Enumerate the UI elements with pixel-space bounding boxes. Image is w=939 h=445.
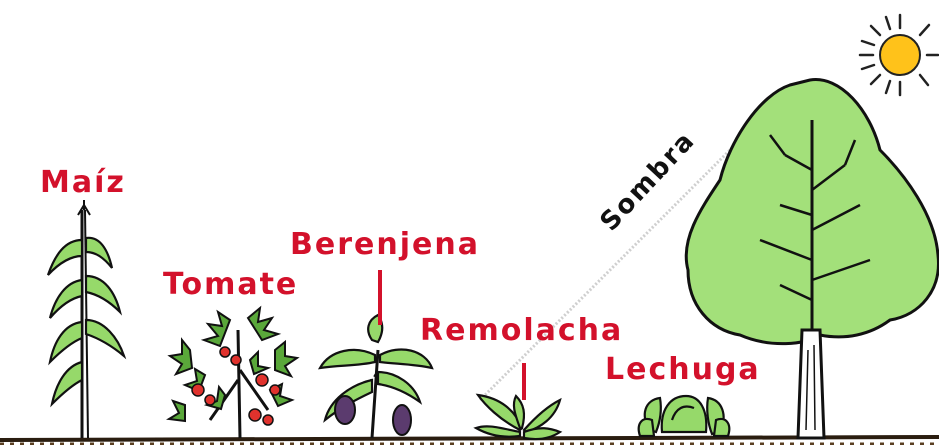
label-maiz: Maíz xyxy=(40,165,126,200)
shadow-line xyxy=(478,103,777,402)
lettuce-plant-icon xyxy=(637,394,731,438)
tree-icon xyxy=(684,78,939,440)
label-berenjena: Berenjena xyxy=(290,227,480,262)
label-remolacha: Remolacha xyxy=(420,313,624,348)
corn-plant-icon xyxy=(46,200,127,439)
label-tomate: Tomate xyxy=(163,267,299,302)
beet-plant-icon xyxy=(473,393,563,441)
ground xyxy=(0,435,939,445)
tomato-plant-icon xyxy=(166,305,300,439)
eggplant-plant-icon xyxy=(317,313,434,439)
sun-icon xyxy=(858,13,939,97)
label-lechuga: Lechuga xyxy=(605,352,761,387)
